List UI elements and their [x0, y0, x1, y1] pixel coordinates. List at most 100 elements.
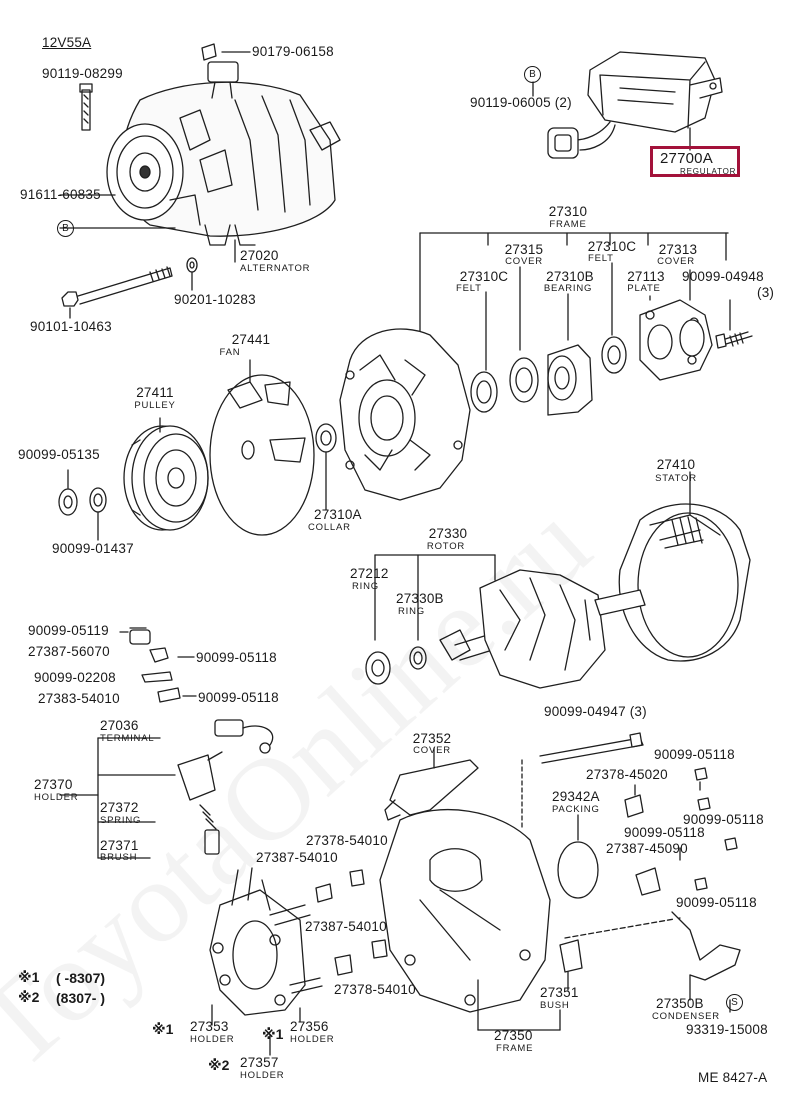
- part-27313-name: COVER: [657, 256, 695, 267]
- part-27330-name: ROTOR: [426, 541, 466, 552]
- part-27351[interactable]: 27351: [540, 985, 579, 1000]
- part-27313[interactable]: 27313: [658, 242, 698, 257]
- part-27310[interactable]: 27310: [548, 204, 588, 219]
- part-27441[interactable]: 27441: [231, 332, 271, 347]
- brush-plate-drawing: [209, 867, 323, 1016]
- part-27441-name: FAN: [219, 347, 241, 358]
- legend-mark-2: ※2: [18, 989, 40, 1005]
- part-90099-05119[interactable]: 90099-05119: [28, 623, 109, 638]
- part-27310C-felt-b[interactable]: 27310C: [587, 239, 637, 254]
- part-90099-05118-e[interactable]: 90099-05118: [624, 825, 705, 840]
- part-27310A[interactable]: 27310A: [314, 507, 362, 522]
- marker-note-1: ※1: [152, 1021, 174, 1037]
- part-27020[interactable]: 27020: [240, 248, 279, 263]
- part-27371-name: BRUSH: [100, 852, 138, 863]
- legend-mark-1: ※1: [18, 969, 40, 985]
- part-27371[interactable]: 27371: [100, 838, 139, 853]
- part-27352[interactable]: 27352: [412, 731, 452, 746]
- bearing-set-drawing: [470, 299, 713, 416]
- part-27212-name: RING: [352, 581, 379, 592]
- part-27212[interactable]: 27212: [350, 566, 389, 581]
- part-27113[interactable]: 27113: [627, 269, 665, 284]
- regulator-drawing: [547, 51, 723, 159]
- marker-note-3: ※2: [208, 1057, 230, 1073]
- frame-27310-drawing: [339, 328, 471, 501]
- part-27387-56070[interactable]: 27387-56070: [28, 644, 110, 659]
- part-90101-10463[interactable]: 90101-10463: [30, 319, 112, 334]
- part-27383-54010[interactable]: 27383-54010: [38, 691, 120, 706]
- part-90119-06005[interactable]: 90119-06005 (2): [470, 95, 572, 110]
- part-27350B[interactable]: 27350B: [656, 996, 704, 1011]
- marker-b-icon: B: [524, 66, 541, 83]
- part-27353-name: HOLDER: [190, 1034, 235, 1045]
- part-27350[interactable]: 27350: [494, 1028, 533, 1043]
- stator-drawing: [618, 503, 751, 662]
- part-27387-45090[interactable]: 27387-45090: [606, 841, 688, 856]
- legend-range-2: (8307- ): [56, 990, 106, 1006]
- fan-drawing: [209, 374, 315, 536]
- part-27036-name: TERMINAL: [100, 733, 155, 744]
- part-90099-05135[interactable]: 90099-05135: [18, 447, 100, 462]
- part-90179-06158[interactable]: 90179-06158: [252, 44, 334, 59]
- part-27372[interactable]: 27372: [100, 800, 139, 815]
- part-90099-01437[interactable]: 90099-01437: [52, 541, 134, 556]
- part-27410-name: STATOR: [655, 473, 697, 484]
- part-27411[interactable]: 27411: [136, 385, 174, 400]
- part-90099-02208[interactable]: 90099-02208: [34, 670, 116, 685]
- marker-note-2: ※1: [262, 1026, 284, 1042]
- part-91611-60835[interactable]: 91611-60835: [20, 187, 101, 202]
- marker-b-icon: B: [57, 220, 74, 237]
- part-27370[interactable]: 27370: [34, 777, 73, 792]
- part-90099-05118-a[interactable]: 90099-05118: [196, 650, 277, 665]
- cover-27352-drawing: [384, 759, 479, 821]
- part-27036[interactable]: 27036: [100, 718, 139, 733]
- part-27410[interactable]: 27410: [656, 457, 696, 472]
- part-27315-name: COVER: [505, 256, 543, 267]
- part-29342A[interactable]: 29342A: [552, 789, 600, 804]
- part-27020-name: ALTERNATOR: [240, 263, 311, 274]
- part-90099-05118-f[interactable]: 90099-05118: [676, 895, 757, 910]
- part-27310A-name: COLLAR: [308, 522, 351, 533]
- part-27411-name: PULLEY: [134, 400, 176, 411]
- rotor-drawing: [439, 569, 646, 689]
- part-27352-name: COVER: [413, 745, 451, 756]
- part-27353[interactable]: 27353: [190, 1019, 229, 1034]
- part-27357[interactable]: 27357: [240, 1055, 279, 1070]
- part-27378-54010-a[interactable]: 27378-54010: [306, 833, 388, 848]
- part-90099-05118-b[interactable]: 90099-05118: [198, 690, 279, 705]
- brush-holder-drawing: [177, 719, 274, 855]
- part-27310C-felt-a[interactable]: 27310C: [459, 269, 509, 284]
- marker-s-icon: S: [726, 994, 743, 1011]
- part-27356-name: HOLDER: [290, 1034, 335, 1045]
- part-27387-54010-a[interactable]: 27387-54010: [256, 850, 338, 865]
- part-27372-name: SPRING: [100, 815, 142, 826]
- part-27387-54010-b[interactable]: 27387-54010: [305, 919, 387, 934]
- part-27310C-felt-a-name: FELT: [456, 283, 482, 294]
- part-27378-45020[interactable]: 27378-45020: [586, 767, 668, 782]
- part-27378-54010-b[interactable]: 27378-54010: [334, 982, 416, 997]
- model-label: 12V55A: [42, 35, 92, 50]
- part-90201-10283[interactable]: 90201-10283: [174, 292, 256, 307]
- part-27356[interactable]: 27356: [290, 1019, 329, 1034]
- legend-range-1: ( -8307): [56, 970, 106, 986]
- part-27350B-name: CONDENSER: [652, 1011, 720, 1022]
- part-90099-04947[interactable]: 90099-04947 (3): [544, 704, 647, 719]
- part-27310B[interactable]: 27310B: [546, 269, 594, 284]
- part-27310C-felt-b-name: FELT: [588, 253, 614, 264]
- part-27330B[interactable]: 27330B: [396, 591, 444, 606]
- part-93319-15008[interactable]: 93319-15008: [686, 1022, 768, 1037]
- diagram-code: ME 8427-A: [698, 1070, 768, 1085]
- part-90099-05118-c[interactable]: 90099-05118: [654, 747, 735, 762]
- rear-frame-drawing: [379, 809, 551, 1013]
- part-27310-name: FRAME: [549, 219, 587, 230]
- part-90099-05118-d[interactable]: 90099-05118: [683, 812, 764, 827]
- part-90119-08299[interactable]: 90119-08299: [42, 66, 123, 81]
- part-90099-04948[interactable]: 90099-04948: [682, 269, 764, 284]
- pulley-drawing: [123, 425, 209, 531]
- part-27113-name: PLATE: [627, 283, 661, 294]
- part-27700A[interactable]: 27700A: [660, 150, 713, 167]
- part-27315[interactable]: 27315: [504, 242, 544, 257]
- alternator-drawing: [106, 61, 341, 246]
- part-27330[interactable]: 27330: [428, 526, 468, 541]
